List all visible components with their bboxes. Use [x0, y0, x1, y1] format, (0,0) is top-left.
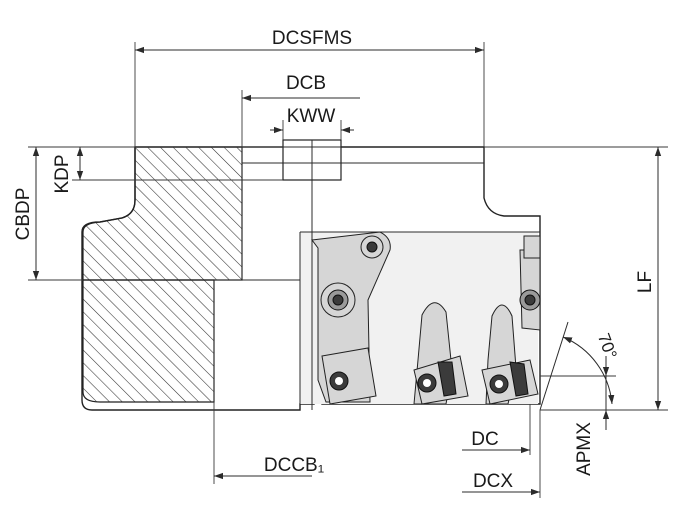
- label-kww: KWW: [287, 106, 336, 127]
- label-lf: LF: [635, 271, 656, 293]
- dimension-lines: [28, 42, 668, 498]
- hatched-section-upper: [82, 146, 243, 281]
- insert-pocket-2: [413, 302, 469, 405]
- label-angle: 70°: [594, 331, 621, 362]
- insert-pocket-3: [481, 304, 539, 405]
- hatched-section-lower: [82, 279, 215, 403]
- label-cbdp: CBDP: [13, 188, 34, 241]
- insert-pocket-4: [519, 235, 541, 331]
- cutter-body: [81, 139, 541, 411]
- label-apmx: APMX: [574, 422, 595, 476]
- label-dcsfms: DCSFMS: [272, 28, 352, 49]
- label-dccb1: DCCB₁: [264, 455, 324, 476]
- label-kdp: KDP: [52, 154, 73, 193]
- label-dcx: DCX: [473, 471, 513, 492]
- label-dc: DC: [471, 429, 498, 450]
- label-dcb: DCB: [286, 73, 326, 94]
- insert-pocket-1: [311, 231, 391, 405]
